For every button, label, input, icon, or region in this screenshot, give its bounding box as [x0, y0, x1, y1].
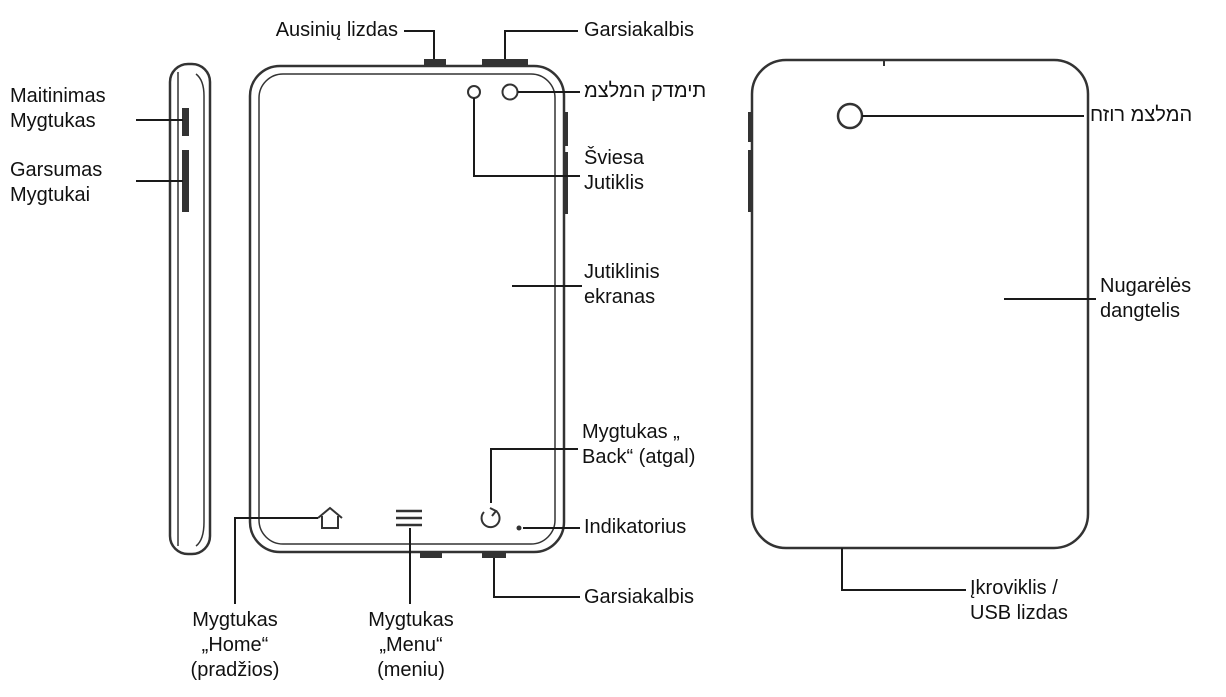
- rear-camera-lens: [836, 102, 864, 130]
- side-volume-buttons: [182, 150, 189, 212]
- label-touch-screen: Jutiklinis ekranas: [584, 261, 660, 308]
- label-back-button: Mygtukas „ Back“ (atgal): [582, 421, 696, 468]
- label-power-button: Maitinimas Mygtukas: [10, 85, 106, 132]
- light-sensor-dot: [467, 85, 481, 99]
- side-power-button: [182, 108, 189, 136]
- rear-view-device: [748, 58, 1090, 550]
- label-home-button: Mygtukas „Home“ (pradžios): [190, 609, 280, 681]
- label-back-cover: Nugarėlės dangtelis: [1100, 275, 1192, 322]
- indicator-light: [516, 525, 522, 531]
- label-light-sensor: Šviesa Jutiklis: [584, 147, 645, 194]
- label-charger-port: Įkroviklis / USB lizdas: [970, 577, 1068, 624]
- label-indicator: Indikatorius: [584, 516, 687, 538]
- leader-lines: [136, 30, 1096, 604]
- home-icon: [317, 506, 343, 529]
- label-front-camera: תימדק המלצמ: [584, 80, 707, 102]
- back-icon: [480, 507, 501, 529]
- label-headphone-jack: Ausinių lizdas: [275, 19, 398, 41]
- side-view-device: [168, 62, 212, 556]
- label-rear-camera: המלצמ רוזח: [1090, 104, 1193, 126]
- front-camera-lens: [501, 83, 519, 101]
- label-speaker-bottom: Garsiakalbis: [584, 586, 695, 608]
- front-view-device: [248, 59, 568, 558]
- menu-icon: [396, 509, 422, 527]
- label-menu-button: Mygtukas „Menu“ (meniu): [368, 609, 454, 681]
- label-speaker-top: Garsiakalbis: [584, 19, 695, 41]
- label-volume-buttons: Garsumas Mygtukai: [10, 159, 103, 206]
